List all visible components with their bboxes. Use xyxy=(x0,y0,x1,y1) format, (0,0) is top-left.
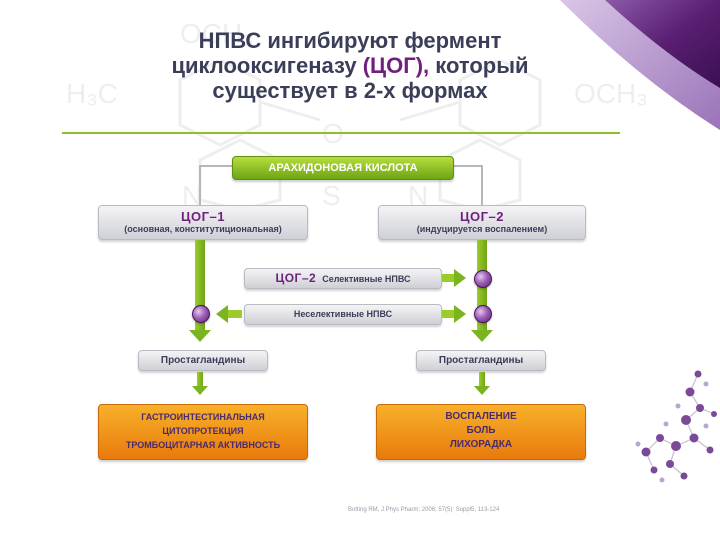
left-outcome-arrow-icon xyxy=(192,386,208,395)
selective-inhibition-icon xyxy=(474,270,492,288)
inflammation-line-3: ЛИХОРАДКА xyxy=(449,439,513,450)
cox2-box: ЦОГ–2 (индуцируется воспалением) xyxy=(378,205,586,240)
cox1-box: ЦОГ–1 (основная, конститутициональная) xyxy=(98,205,308,240)
gi-protection-box: ГАСТРОИНТЕСТИНАЛЬНАЯ ЦИТОПРОТЕКЦИЯ ТРОМБ… xyxy=(98,404,308,460)
title-line-2: циклооксигеназу (ЦОГ), который xyxy=(140,53,560,78)
title-line-2-start: циклооксигеназу xyxy=(171,53,363,78)
right-outcome-bar xyxy=(479,372,485,388)
gi-protection-line-2: ЦИТОПРОТЕКЦИЯ xyxy=(162,426,244,436)
nonselective-nsaid-box: Неселективные НПВС xyxy=(244,304,442,325)
cox2-subtitle: (индуцируется воспалением) xyxy=(416,224,548,234)
molecule-decoration xyxy=(635,370,717,483)
selective-arrow-icon xyxy=(454,269,466,287)
watermark-s: S xyxy=(322,180,341,211)
left-flow-arrow-icon xyxy=(189,330,211,342)
nonselective-left-arrow-icon xyxy=(216,305,228,323)
cox1-subtitle: (основная, конститутициональная) xyxy=(124,224,282,234)
citation: Botting RM, J Phys Pharm; 2006; 57(5): S… xyxy=(348,507,500,513)
inflammation-line-2: БОЛЬ xyxy=(466,425,496,436)
title-line-2-end: который xyxy=(429,53,529,78)
nonselective-right-inhibition-icon xyxy=(474,305,492,323)
watermark-rings xyxy=(178,60,542,210)
left-flow-bar xyxy=(195,240,205,332)
cox2-title: ЦОГ–2 xyxy=(460,209,504,224)
selective-cox2-label: ЦОГ–2 xyxy=(275,271,317,285)
gi-protection-line-1: ГАСТРОИНТЕСТИНАЛЬНАЯ xyxy=(141,412,265,422)
selective-nsaid-label: Селективные НПВС xyxy=(322,274,411,284)
selective-nsaid-box: ЦОГ–2 Селективные НПВС xyxy=(244,268,442,289)
watermark-n-left: N xyxy=(182,180,203,211)
nonselective-left-bar xyxy=(228,310,242,318)
watermark-n-right: N xyxy=(408,180,429,211)
title-line-1: НПВС ингибируют фермент xyxy=(198,28,502,53)
selective-arrow-bar xyxy=(442,274,456,282)
watermark-och3-right: OCH₃ xyxy=(574,78,648,109)
inflammation-line-1: ВОСПАЛЕНИЕ xyxy=(445,411,517,422)
title-divider xyxy=(62,132,620,134)
gi-protection-line-3: ТРОМБОЦИТАРНАЯ АКТИВНОСТЬ xyxy=(125,440,281,450)
right-outcome-arrow-icon xyxy=(474,386,490,395)
watermark-och3-top: OCH₃ xyxy=(180,18,254,49)
watermark-h3c: H₃C xyxy=(66,78,118,109)
cox1-title: ЦОГ–1 xyxy=(181,209,225,224)
arachidonic-acid-box: АРАХИДОНОВАЯ КИСЛОТА xyxy=(232,156,454,180)
prostaglandins-left-box: Простагландины xyxy=(138,350,268,371)
left-outcome-bar xyxy=(197,372,203,388)
nonselective-right-bar xyxy=(442,310,456,318)
prostaglandins-right-box: Простагландины xyxy=(416,350,546,371)
right-flow-arrow-icon xyxy=(471,330,493,342)
nonselective-left-inhibition-icon xyxy=(192,305,210,323)
inflammation-box: ВОСПАЛЕНИЕ БОЛЬ ЛИХОРАДКА xyxy=(376,404,586,460)
title-line-3: существует в 2-х формах xyxy=(212,78,488,103)
nonselective-right-arrow-icon xyxy=(454,305,466,323)
title-highlight-cog: (ЦОГ), xyxy=(362,53,430,78)
slide-title: НПВС ингибируют фермент циклооксигеназу … xyxy=(140,28,560,103)
